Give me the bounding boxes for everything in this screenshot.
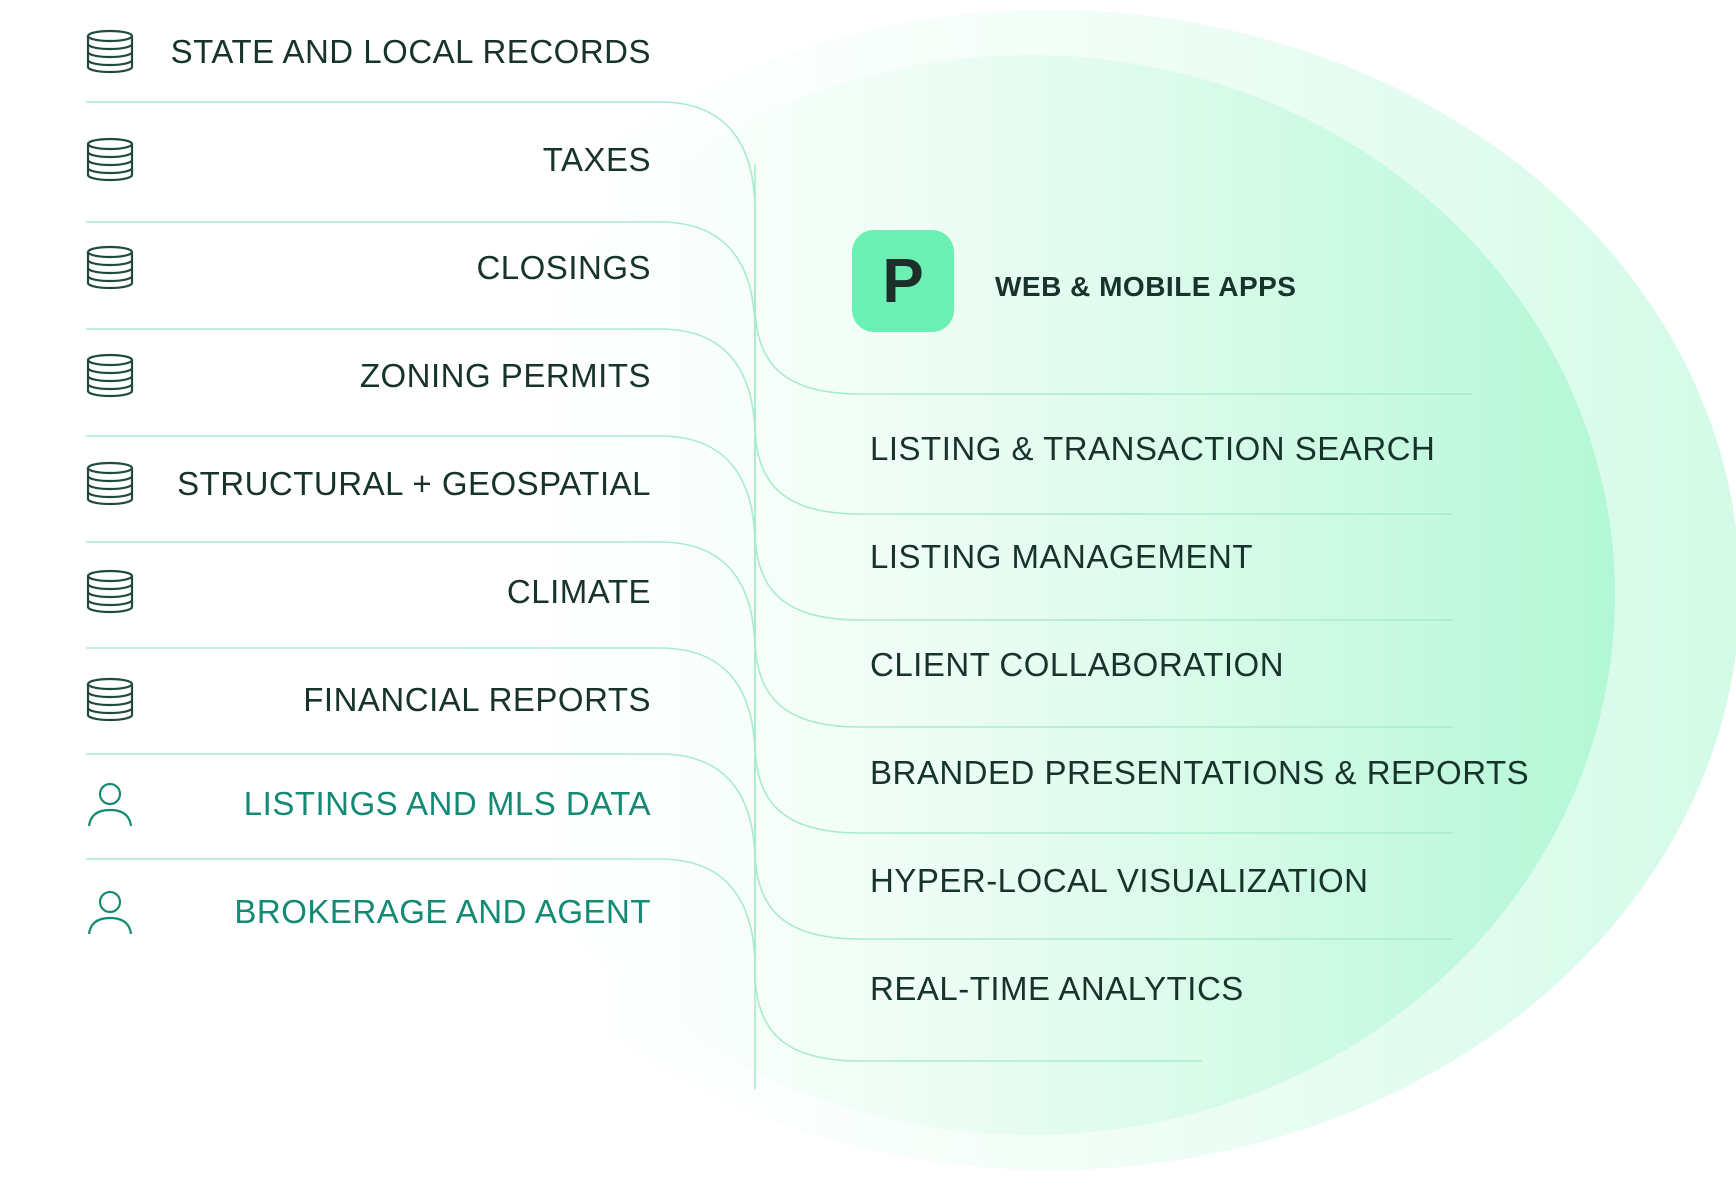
database-icon [86,460,134,508]
app-feature-item: LISTING & TRANSACTION SEARCH [870,430,1436,467]
app-feature-item: LISTING MANAGEMENT [870,538,1254,575]
database-icon [86,136,134,184]
source-item: LISTINGS AND MLS DATA [86,774,651,834]
source-label: CLOSINGS [476,249,651,286]
source-item: STATE AND LOCAL RECORDS [86,22,651,82]
database-icon [86,676,134,724]
source-label: CLIMATE [506,573,651,610]
source-label: STATE AND LOCAL RECORDS [170,33,651,70]
source-label: ZONING PERMITS [359,357,651,394]
inner-glow-arc [445,55,1615,1135]
p-logo-icon: P [882,250,923,312]
source-item: BROKERAGE AND AGENT [86,882,651,942]
person-icon [86,888,134,936]
app-logo: P [852,230,954,332]
source-item: ZONING PERMITS [86,346,651,406]
svg-text:P: P [882,250,923,312]
source-label: TAXES [542,141,651,178]
source-label: STRUCTURAL + GEOSPATIAL [177,465,651,502]
source-label: LISTINGS AND MLS DATA [243,785,651,822]
app-feature-item: HYPER-LOCAL VISUALIZATION [870,862,1369,899]
app-feature-item: CLIENT COLLABORATION [870,646,1285,683]
source-item: TAXES [86,130,651,190]
source-item: STRUCTURAL + GEOSPATIAL [86,454,651,514]
source-item: FINANCIAL REPORTS [86,670,651,730]
person-icon [86,780,134,828]
database-icon [86,352,134,400]
apps-title: WEB & MOBILE APPS [995,271,1297,302]
app-feature-item: BRANDED PRESENTATIONS & REPORTS [870,754,1530,791]
database-icon [86,568,134,616]
source-item: CLIMATE [86,562,651,622]
database-icon [86,244,134,292]
source-label: BROKERAGE AND AGENT [234,893,651,930]
database-icon [86,28,134,76]
source-item: CLOSINGS [86,238,651,298]
app-divider-line [754,831,1202,1062]
source-label: FINANCIAL REPORTS [303,681,651,718]
app-feature-item: REAL-TIME ANALYTICS [870,970,1244,1007]
